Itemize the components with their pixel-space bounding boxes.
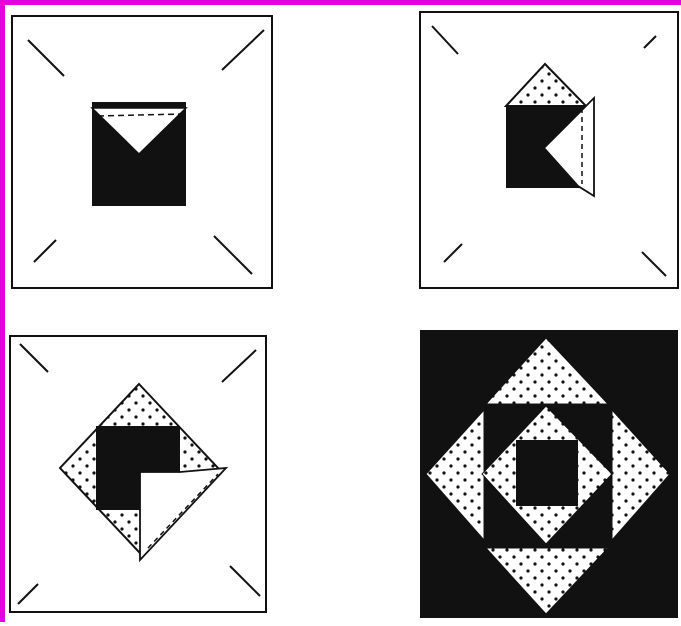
panel-step-1 <box>12 16 272 288</box>
panel-step-2 <box>420 12 678 288</box>
center-black-square <box>516 440 578 506</box>
panel-step-3 <box>10 336 266 612</box>
frame-top-border <box>0 0 681 5</box>
frame-left-border <box>0 0 5 622</box>
panel-step-4 <box>420 330 678 618</box>
